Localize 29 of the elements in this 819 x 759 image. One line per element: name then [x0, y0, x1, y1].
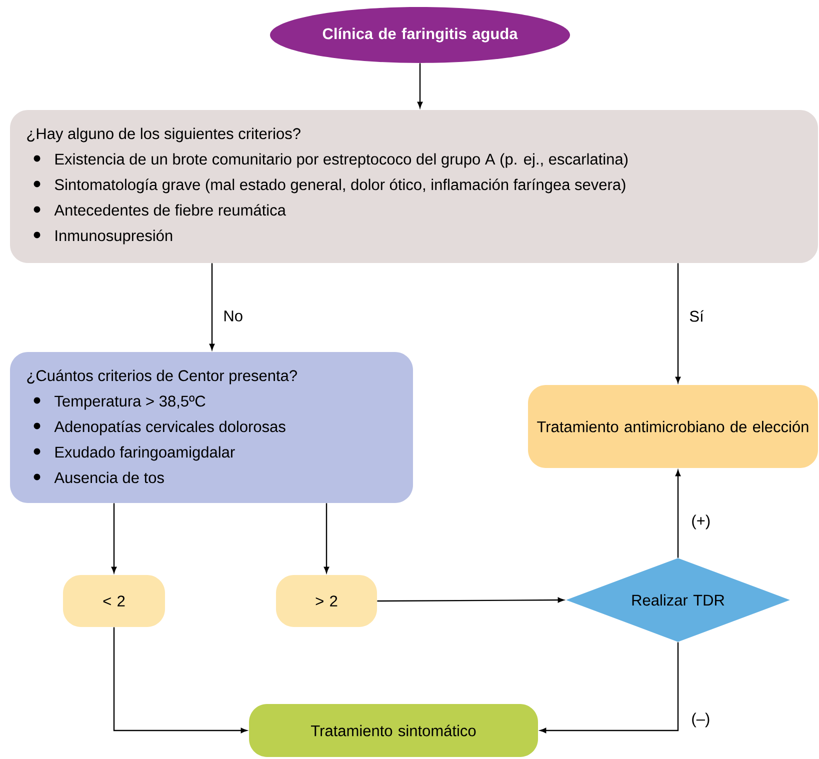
process-box: < 2	[63, 575, 165, 627]
arrow	[675, 470, 681, 558]
arrow	[324, 503, 330, 573]
node-label: Temperatura > 38,5ºC	[54, 396, 206, 410]
node-label: ¿Hay alguno de los siguientes criterios?	[27, 128, 300, 142]
edge-label: (–)	[692, 712, 710, 728]
arrow	[675, 263, 681, 383]
edge-label: No	[224, 310, 242, 322]
node-label: Antecedentes de fiebre reumática	[54, 204, 286, 216]
node-label: Adenopatías cervicales dolorosas	[54, 420, 286, 436]
arrow	[417, 63, 423, 108]
arrow	[540, 642, 679, 734]
process-box: Tratamiento sintomático	[249, 704, 538, 757]
node-label: ¿Cuántos criterios de Centor presenta?	[27, 370, 297, 384]
process-box: ¿Cuántos criterios de Centor presenta? Temperatura > 38,5ºC Adenopatías cervicales dolorosas Exudado faringoamigdalar Ausencia de tos	[10, 352, 413, 503]
process-box: ¿Hay alguno de los siguientes criterios? Existencia de un brote comunitario por estreptococo del grupo A (p. ej., escarlatina) Sintomatología grave (mal estado general, dolor ótico, inflamación faríngea severa) Antecedentes de fiebre reumática Inmunosupresión	[10, 110, 818, 263]
node-label: Sintomatología grave (mal estado general, dolor ótico, inflamación faríngea severa)	[54, 178, 626, 194]
arrow	[377, 597, 564, 603]
process-box: Tratamiento antimicrobiano de elección	[528, 385, 818, 468]
arrow	[209, 263, 215, 350]
arrow	[111, 503, 117, 573]
node-label: Ausencia de tos	[54, 472, 164, 484]
node-label: Exudado faringoamigdalar	[55, 446, 235, 461]
edge-label: (+)	[692, 514, 710, 530]
node-label: Existencia de un brote comunitario por estreptococo del grupo A (p. ej., escarlatina)	[55, 153, 628, 168]
node-label: Inmunosupresión	[56, 230, 172, 244]
arrow	[113, 627, 247, 734]
edge-label: Sí	[690, 310, 704, 322]
process-box: > 2	[276, 575, 377, 627]
